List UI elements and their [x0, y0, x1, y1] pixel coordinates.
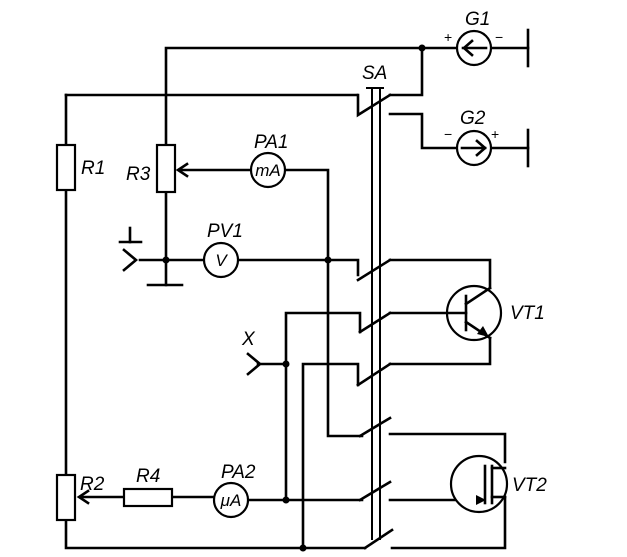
x-terminal-icon	[246, 352, 263, 376]
x-label: X	[241, 329, 256, 350]
r2-label: R2	[80, 474, 105, 495]
r1-label: R1	[81, 158, 105, 179]
transistor-vt1	[445, 284, 503, 342]
pa2-label: PA2	[221, 462, 256, 483]
resistor-r3	[155, 143, 177, 194]
g1-label: G1	[465, 9, 490, 30]
source-g1	[455, 29, 493, 67]
transistor-vt2	[449, 454, 509, 514]
junction-dots	[162, 44, 426, 552]
sa-label: SA	[362, 63, 387, 84]
vt1-emitter-arrow-icon	[477, 326, 489, 337]
g1-arrow-icon	[462, 39, 474, 57]
r3-label: R3	[126, 164, 151, 185]
meter-pa2: μA	[212, 481, 250, 519]
r2-wiper-arrow-icon	[76, 489, 90, 505]
g1-minus-sign: −	[495, 29, 503, 45]
pa1-label: PA1	[254, 132, 289, 153]
g2-label: G2	[460, 108, 486, 129]
vt2-gate-arrow-icon	[476, 495, 486, 505]
meter-pa1: mA	[249, 151, 287, 189]
g2-arrow-icon	[475, 139, 487, 157]
resistor-r1	[55, 143, 77, 192]
pa1-unit: mA	[255, 161, 281, 180]
pv1-label: PV1	[207, 221, 243, 242]
g2-plus-sign: +	[491, 126, 499, 142]
ground-terminal-icon	[122, 248, 139, 272]
meter-pv1: V	[202, 241, 240, 279]
wiring	[64, 28, 530, 550]
sa-linkage	[366, 87, 384, 540]
g2-minus-sign: −	[444, 126, 452, 142]
vt1-label: VT1	[510, 303, 545, 324]
source-g2	[455, 129, 493, 167]
resistor-r4	[122, 487, 174, 508]
r4-label: R4	[136, 466, 160, 487]
vt2-label: VT2	[512, 475, 547, 496]
r3-wiper-arrow-icon	[175, 162, 189, 178]
resistor-r2	[55, 473, 77, 522]
sa-switch-contacts	[356, 93, 394, 550]
pv1-unit: V	[215, 251, 228, 270]
pa2-unit: μA	[220, 491, 242, 510]
g1-plus-sign: +	[444, 29, 452, 45]
